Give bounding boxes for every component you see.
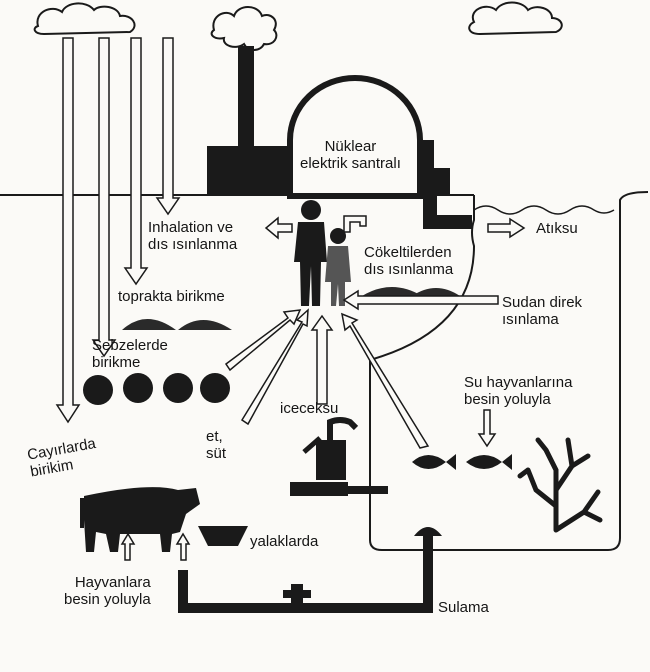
aquatic-label: Su hayvanlarına besin yoluyla bbox=[464, 374, 572, 408]
troughs-label: yalaklarda bbox=[250, 533, 318, 550]
fish-icons bbox=[412, 454, 512, 470]
vegetables-label: Sebzelerde birikme bbox=[92, 337, 168, 371]
animal-feed-label: Hayvanlara besin yoluyla bbox=[64, 574, 151, 608]
smoke-cloud bbox=[212, 7, 277, 50]
water-direct-label: Sudan direk ısınlama bbox=[502, 294, 582, 328]
meat-milk-label: et, süt bbox=[206, 428, 226, 462]
seaweed-icon bbox=[520, 440, 600, 530]
cloud-left bbox=[35, 3, 135, 34]
inhalation-label: Inhalation ve dıs ısınlanma bbox=[148, 219, 237, 253]
irrigation-label: Sulama bbox=[438, 599, 489, 616]
cloud-right bbox=[469, 3, 562, 35]
people-icon bbox=[294, 200, 351, 306]
water-pump-icon bbox=[290, 420, 388, 496]
drinking-water-label: iceceksu bbox=[280, 400, 338, 417]
trough-icon bbox=[198, 526, 248, 546]
vegetables bbox=[83, 373, 230, 405]
wastewater-label: Atıksu bbox=[536, 220, 578, 237]
nuclear-plant-label: Nüklear elektrik santralı bbox=[300, 138, 401, 172]
sediment-label: Cökeltilerden dıs ısınlanma bbox=[364, 244, 453, 278]
soil-label: toprakta birikme bbox=[118, 288, 225, 305]
